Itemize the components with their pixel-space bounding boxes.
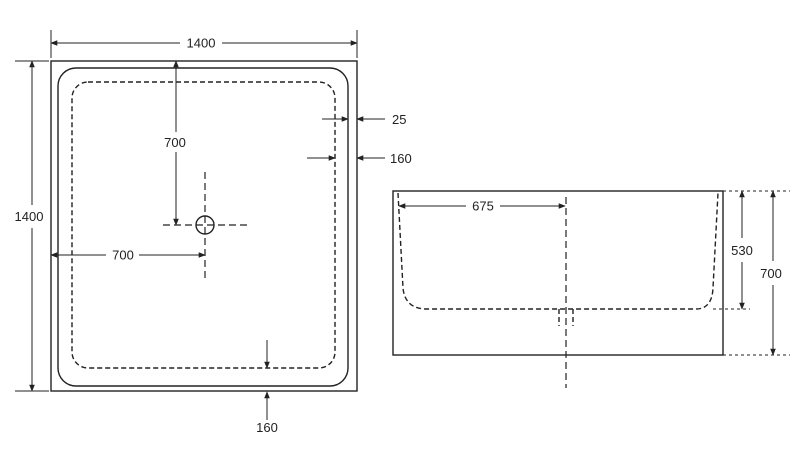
inner-depth-label: 530 bbox=[731, 243, 753, 258]
plan-outer-outline bbox=[50, 60, 358, 392]
width-label: 1400 bbox=[187, 36, 216, 51]
drain-to-left-label: 700 bbox=[112, 248, 134, 263]
side-view: 675 530 700 bbox=[392, 190, 790, 388]
bottom-ledge-label: 160 bbox=[256, 420, 278, 435]
side-basin-dashed-profile bbox=[397, 192, 719, 310]
overall-height-label: 700 bbox=[760, 266, 782, 281]
side-drain-outlet bbox=[558, 309, 574, 326]
height-label: 1400 bbox=[15, 209, 44, 224]
side-ledge-label: 160 bbox=[390, 151, 412, 166]
drain-offset-label: 675 bbox=[472, 199, 494, 214]
drain-to-top-label: 700 bbox=[164, 135, 186, 150]
plan-view: 1400 1400 700 700 25 160 160 bbox=[15, 30, 412, 435]
plan-basin-dashed-outline bbox=[71, 81, 336, 369]
side-outer-outline bbox=[392, 190, 724, 356]
rim-thickness-label: 25 bbox=[392, 112, 406, 127]
plan-rim-outline bbox=[57, 67, 349, 387]
